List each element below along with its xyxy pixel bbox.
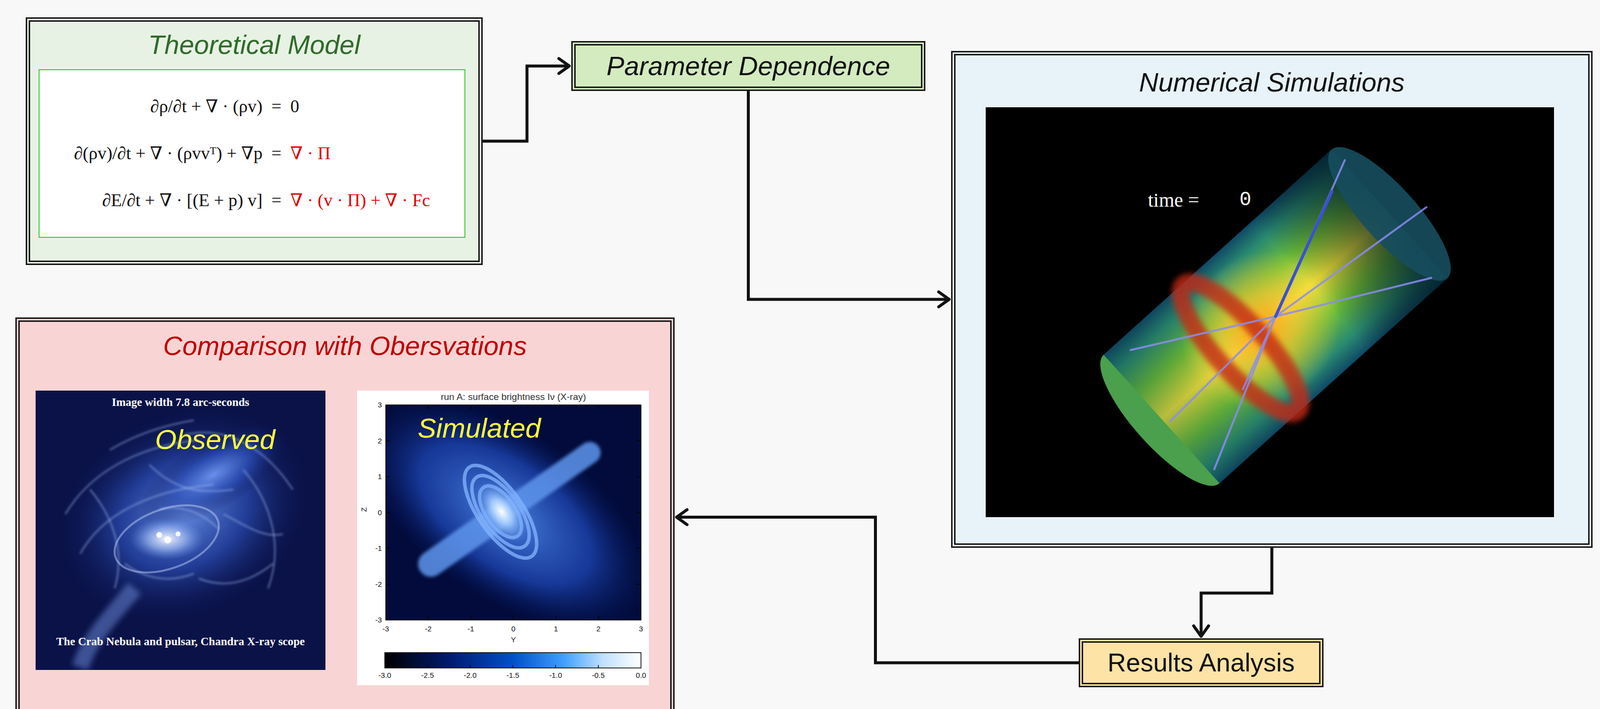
axis-tick: 1 [553,624,558,634]
axis-tick: 0 [377,508,382,517]
colorbar-tick: 0.0 [636,671,647,680]
box-title: Theoretical Model [147,28,361,61]
axis-tick: -1 [467,624,474,634]
axis-tick: -1 [375,544,382,553]
axis-tick: 3 [377,400,382,410]
axis-label: Z [359,507,368,512]
time-value: 0 [1239,188,1252,212]
arrow-head [558,58,570,74]
image-tag: Observed [155,423,276,456]
equation-term: ∇ · (v · Π) + ∇ · Fc [290,189,431,212]
equation-term: = [271,189,282,212]
connector-line [1201,548,1273,637]
box-title: Comparison with Obersvations [163,329,527,363]
axis-tick: 1 [377,472,382,481]
box-title: Numerical Simulations [1139,66,1405,99]
axis-tick: 3 [639,624,643,634]
connector-line [748,91,950,300]
arrow-head [676,509,687,525]
axis-tick: -2 [375,580,382,589]
simulation-box: Numerical Simulations time = 0 [951,50,1593,549]
connector-arrow [748,91,950,308]
image-tag: Simulated [417,412,541,445]
model-box: Theoretical Model ∂ρ/∂t + ∇ · (ρv) = 0 ∂(ρv)… [25,17,483,266]
equation-term: ∂ρ/∂t + ∇ · (ρv) [73,95,263,118]
comparison-box: Comparison with ObersvationsImage width … [15,317,675,709]
axis-tick: -3 [382,624,389,634]
connector-line [482,66,570,142]
process-box: Results Analysis [1078,638,1324,688]
connector-arrow [482,58,570,141]
colorbar-tick: -2.0 [463,671,477,680]
arrow-head [1193,626,1209,637]
process-box: Parameter Dependence [571,41,926,92]
equation-term: ∇ · Π [290,142,431,165]
axis-tick: 0 [511,624,516,634]
axis-label: Y [510,635,516,644]
plot-title: run A: surface brightness Iν (X-ray) [440,391,587,403]
colorbar-tick: -1.5 [506,671,520,680]
equation-term: = [271,95,282,118]
colorbar-tick: -1.0 [548,671,562,680]
colorbar-tick: -3.0 [378,671,392,680]
box-title: Results Analysis [1107,647,1295,679]
axis-tick: 2 [377,436,382,446]
axis-tick: -2 [424,624,432,634]
equation-box: ∂ρ/∂t + ∇ · (ρv) = 0 ∂(ρv)/∂t + ∇ · (ρvvᵀ) … [38,69,466,238]
box-title: Parameter Dependence [606,49,890,83]
equation-term: ∂E/∂t + ∇ · [(E + p) v] [73,189,263,212]
equation-term: ∂(ρv)/∂t + ∇ · (ρvvᵀ) + ∇p [73,142,263,165]
connector-arrow [1193,548,1272,637]
equation-term: = [271,142,282,165]
time-label: time = [1147,188,1200,212]
equation-term: 0 [290,95,431,118]
image-caption: The Crab Nebula and pulsar, Chandra X-ra… [56,635,306,649]
colorbar-tick: -0.5 [592,671,605,680]
colorbar-tick: -2.5 [420,671,434,680]
axis-tick: -3 [375,615,382,625]
simulation-render [985,107,1555,518]
arrow-head [938,291,950,307]
image-note: Image width 7.8 arc-seconds [111,396,250,410]
axis-tick: 2 [596,624,601,634]
